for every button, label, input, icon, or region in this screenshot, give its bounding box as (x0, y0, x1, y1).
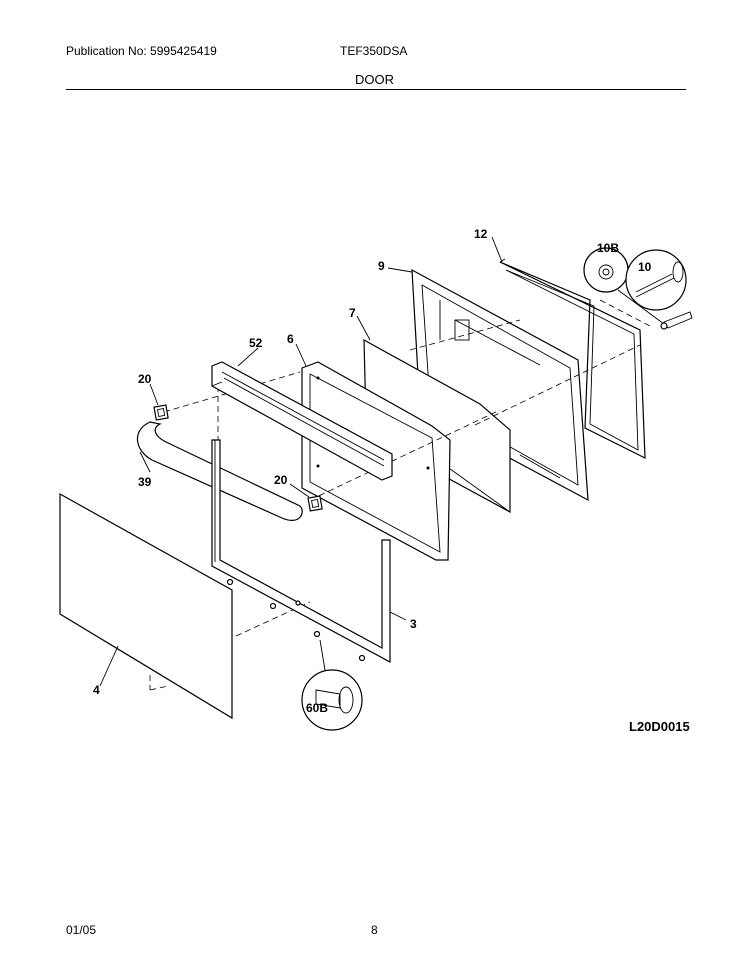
part-9-inner-panel (411, 268, 589, 502)
model-number: TEF350DSA (340, 44, 408, 58)
frame-screws (226, 578, 366, 662)
callout-9: 9 (378, 259, 385, 273)
callout-20-upper: 20 (138, 372, 152, 386)
page-number: 8 (371, 923, 378, 937)
callout-10b: 10B (597, 241, 619, 255)
header-rule (66, 89, 686, 90)
callout-10: 10 (638, 260, 652, 274)
callout-52: 52 (249, 336, 263, 350)
leader-lines (99, 236, 503, 687)
part-20-bracket-upper (153, 404, 169, 421)
part-10-inset (583, 247, 693, 330)
callout-60b: 60B (306, 701, 328, 715)
callout-3: 3 (410, 617, 417, 631)
callout-39: 39 (138, 475, 152, 489)
part-60b-inset (301, 639, 363, 731)
part-12-door-liner (499, 258, 646, 459)
part-20-bracket-lower (307, 495, 323, 512)
callout-12: 12 (474, 227, 488, 241)
callout-7: 7 (349, 306, 356, 320)
diagram-code: L20D0015 (629, 719, 690, 734)
callout-6: 6 (287, 332, 294, 346)
callout-4: 4 (93, 683, 100, 697)
footer-date: 01/05 (66, 923, 97, 937)
publication-number: Publication No: 5995425419 (66, 44, 217, 58)
section-title: DOOR (355, 72, 394, 87)
part-3-gasket-frame (211, 439, 391, 664)
part-52-vent-trim (211, 361, 393, 481)
callout-20-lower: 20 (274, 473, 288, 487)
part-4-outer-glass (59, 492, 233, 720)
